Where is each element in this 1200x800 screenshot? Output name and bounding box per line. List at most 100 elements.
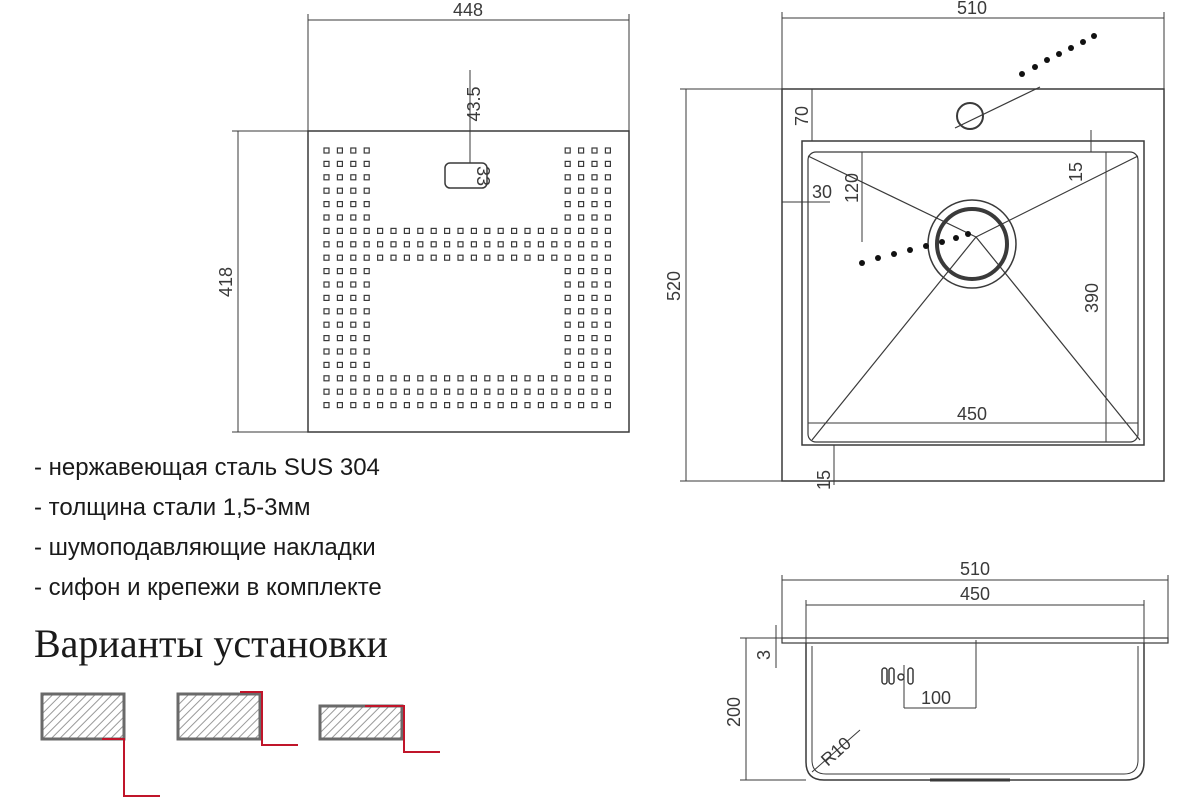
grid-hole	[604, 361, 612, 368]
grid-hole	[511, 388, 518, 395]
grid-hole	[377, 388, 384, 395]
grid-hole	[350, 241, 357, 248]
grid-hole	[470, 402, 477, 409]
grid-hole	[363, 160, 370, 167]
grid-hole	[336, 227, 343, 234]
grid-hole	[417, 402, 424, 409]
inner-height-label: 390	[1082, 283, 1102, 313]
grid-hole	[551, 375, 558, 382]
grid-hole	[524, 254, 531, 261]
grid-hole	[564, 160, 571, 167]
grid-hole	[564, 147, 571, 154]
grid-hole	[363, 308, 370, 315]
grid-hole	[564, 375, 571, 382]
grid-hole	[403, 254, 410, 261]
grid-hole	[497, 227, 504, 234]
install-title: Варианты установки	[34, 621, 388, 666]
grid-hole	[363, 294, 370, 301]
grid-hole	[564, 335, 571, 342]
inner-width-label: 450	[957, 404, 987, 424]
grid-hole	[377, 254, 384, 261]
grid-hole	[591, 227, 598, 234]
radius-label: R10	[817, 733, 855, 770]
install-option-2	[176, 691, 298, 746]
bowl-bottom	[807, 151, 1139, 443]
grid-hole	[336, 335, 343, 342]
grid-hole	[363, 227, 370, 234]
grid-hole	[336, 281, 343, 288]
grid-height-label: 418	[216, 267, 236, 297]
grid-hole	[444, 227, 451, 234]
grid-hole	[604, 160, 612, 167]
grid-hole	[577, 388, 585, 395]
grid-hole	[604, 388, 612, 395]
grid-hole	[363, 375, 370, 382]
grid-hole	[497, 388, 504, 395]
grid-hole	[524, 241, 531, 248]
tap-hole	[956, 102, 984, 130]
inner-bowl	[801, 140, 1145, 446]
grid-hole	[604, 147, 612, 154]
grid-hole	[537, 227, 545, 234]
grid-hole	[537, 375, 545, 382]
grid-hole	[430, 227, 437, 234]
grid-hole	[363, 201, 370, 208]
grid-hole	[350, 375, 357, 382]
grid-hole	[470, 241, 477, 248]
grid-hole	[591, 294, 598, 301]
grid-hole	[444, 375, 451, 382]
grid-hole	[323, 147, 330, 154]
grid-hole	[323, 388, 330, 395]
grid-hole	[591, 201, 598, 208]
grid-hole	[457, 227, 464, 234]
grid-hole	[591, 402, 598, 409]
grid-hole	[564, 388, 571, 395]
grid-hole	[336, 254, 343, 261]
grid-hole	[604, 348, 612, 355]
diag-br	[975, 236, 1141, 441]
grid-hole	[524, 227, 531, 234]
grid-hole	[323, 294, 330, 301]
grid-hole	[604, 375, 612, 382]
grid-hole	[350, 214, 357, 221]
grid-hole	[323, 227, 330, 234]
grid-hole	[577, 214, 585, 221]
grid-hole	[484, 388, 491, 395]
grid-hole	[604, 187, 612, 194]
grid-hole	[591, 147, 598, 154]
grid-hole	[537, 241, 545, 248]
grid-hole	[604, 254, 612, 261]
grid-hole	[350, 308, 357, 315]
grid-hole	[430, 388, 437, 395]
grid-hole	[484, 241, 491, 248]
grid-hole	[323, 187, 330, 194]
grid-hole	[457, 375, 464, 382]
grid-hole	[323, 174, 330, 181]
grid-hole	[336, 308, 343, 315]
grid-hole	[604, 402, 612, 409]
grid-hole	[564, 294, 571, 301]
grid-hole	[363, 187, 370, 194]
grid-hole	[444, 254, 451, 261]
grid-hole	[457, 241, 464, 248]
grid-hole	[336, 147, 343, 154]
rim-label: 3	[754, 650, 774, 660]
grid-slot-height-label: 33	[473, 166, 493, 186]
grid-hole	[323, 160, 330, 167]
grid-hole	[457, 388, 464, 395]
drain-offset-label: 120	[842, 173, 862, 203]
drain-inner	[935, 207, 1009, 281]
margin-15-top-label: 15	[1066, 162, 1086, 182]
grid-hole	[591, 308, 598, 315]
grid-hole	[577, 361, 585, 368]
grid-hole	[577, 187, 585, 194]
grid-hole	[564, 241, 571, 248]
grid-slot	[444, 162, 488, 189]
grid-hole	[336, 241, 343, 248]
grid-hole	[363, 402, 370, 409]
grid-hole	[323, 308, 330, 315]
grid-hole	[363, 241, 370, 248]
grid-hole	[470, 375, 477, 382]
diag-tl	[807, 155, 977, 238]
grid-hole	[377, 375, 384, 382]
